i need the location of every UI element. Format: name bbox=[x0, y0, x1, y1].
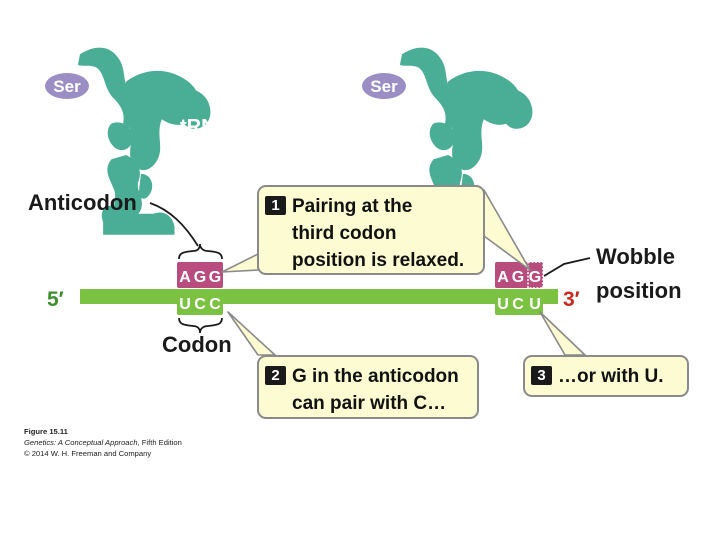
anticodon-label: Anticodon bbox=[28, 190, 137, 215]
callout-2-line1: G in the anticodon bbox=[292, 366, 459, 387]
figure-number: Figure 15.11 bbox=[24, 427, 68, 436]
callout-2-number: 2 bbox=[265, 366, 286, 385]
callout-1-line1: Pairing at the bbox=[292, 196, 413, 217]
callout-1: 1 Pairing at the third codon position is… bbox=[257, 185, 485, 275]
base: G bbox=[209, 269, 221, 286]
callout-3-line1: …or with U. bbox=[558, 366, 664, 387]
codon-brace bbox=[178, 317, 223, 334]
anticodon-brace bbox=[178, 243, 223, 260]
right-codon: U C U bbox=[495, 289, 543, 315]
callout-1-line3: position is relaxed. bbox=[292, 250, 465, 271]
callout1-pointer bbox=[221, 253, 259, 273]
callout-1-line2: third codon bbox=[292, 223, 397, 244]
base: A bbox=[179, 269, 191, 286]
anticodon-leader bbox=[149, 202, 199, 247]
book-title: Genetics: A Conceptual Approach bbox=[24, 438, 138, 447]
left-codon: U C C bbox=[177, 289, 223, 315]
book-edition: , Fifth Edition bbox=[137, 438, 182, 447]
callout-1-number: 1 bbox=[265, 196, 286, 215]
copyright: © 2014 W. H. Freeman and Company bbox=[24, 449, 152, 458]
base: G bbox=[529, 269, 541, 286]
ser-label-left: Ser bbox=[53, 77, 81, 96]
trna-label: tRNA bbox=[180, 116, 230, 138]
mrna-strand bbox=[80, 289, 558, 304]
ser-badge-right: Ser bbox=[362, 73, 406, 99]
figure-caption: Figure 15.11 Genetics: A Conceptual Appr… bbox=[24, 426, 182, 459]
callout-3-number: 3 bbox=[531, 366, 552, 385]
callout1-pointer-right bbox=[483, 189, 531, 271]
codon-label: Codon bbox=[162, 332, 232, 357]
book-line: Genetics: A Conceptual Approach, Fifth E… bbox=[24, 437, 182, 448]
five-prime-label: 5′ bbox=[47, 288, 64, 311]
wobble-label-line2: position bbox=[596, 278, 682, 303]
ser-label-right: Ser bbox=[370, 77, 398, 96]
wobble-label-line1: Wobble bbox=[596, 244, 675, 269]
base: C bbox=[209, 296, 221, 313]
base: C bbox=[512, 296, 524, 313]
base: C bbox=[194, 296, 206, 313]
callout2-pointer bbox=[227, 311, 276, 356]
base: U bbox=[179, 296, 191, 313]
three-prime-label: 3′ bbox=[563, 288, 580, 311]
base: G bbox=[512, 269, 524, 286]
callout-2-line2: can pair with C… bbox=[292, 393, 447, 414]
ser-badge-left: Ser bbox=[45, 73, 89, 99]
base: A bbox=[497, 269, 509, 286]
callout3-pointer bbox=[539, 311, 586, 356]
callout-2: 2 G in the anticodon can pair with C… bbox=[257, 355, 479, 419]
base: G bbox=[194, 269, 206, 286]
left-anticodon: A G G bbox=[177, 262, 223, 288]
right-anticodon: A G G bbox=[495, 261, 544, 289]
wobble-leader bbox=[543, 257, 591, 277]
base: U bbox=[497, 296, 509, 313]
callout-3: 3 …or with U. bbox=[523, 355, 689, 397]
base: U bbox=[529, 296, 541, 313]
